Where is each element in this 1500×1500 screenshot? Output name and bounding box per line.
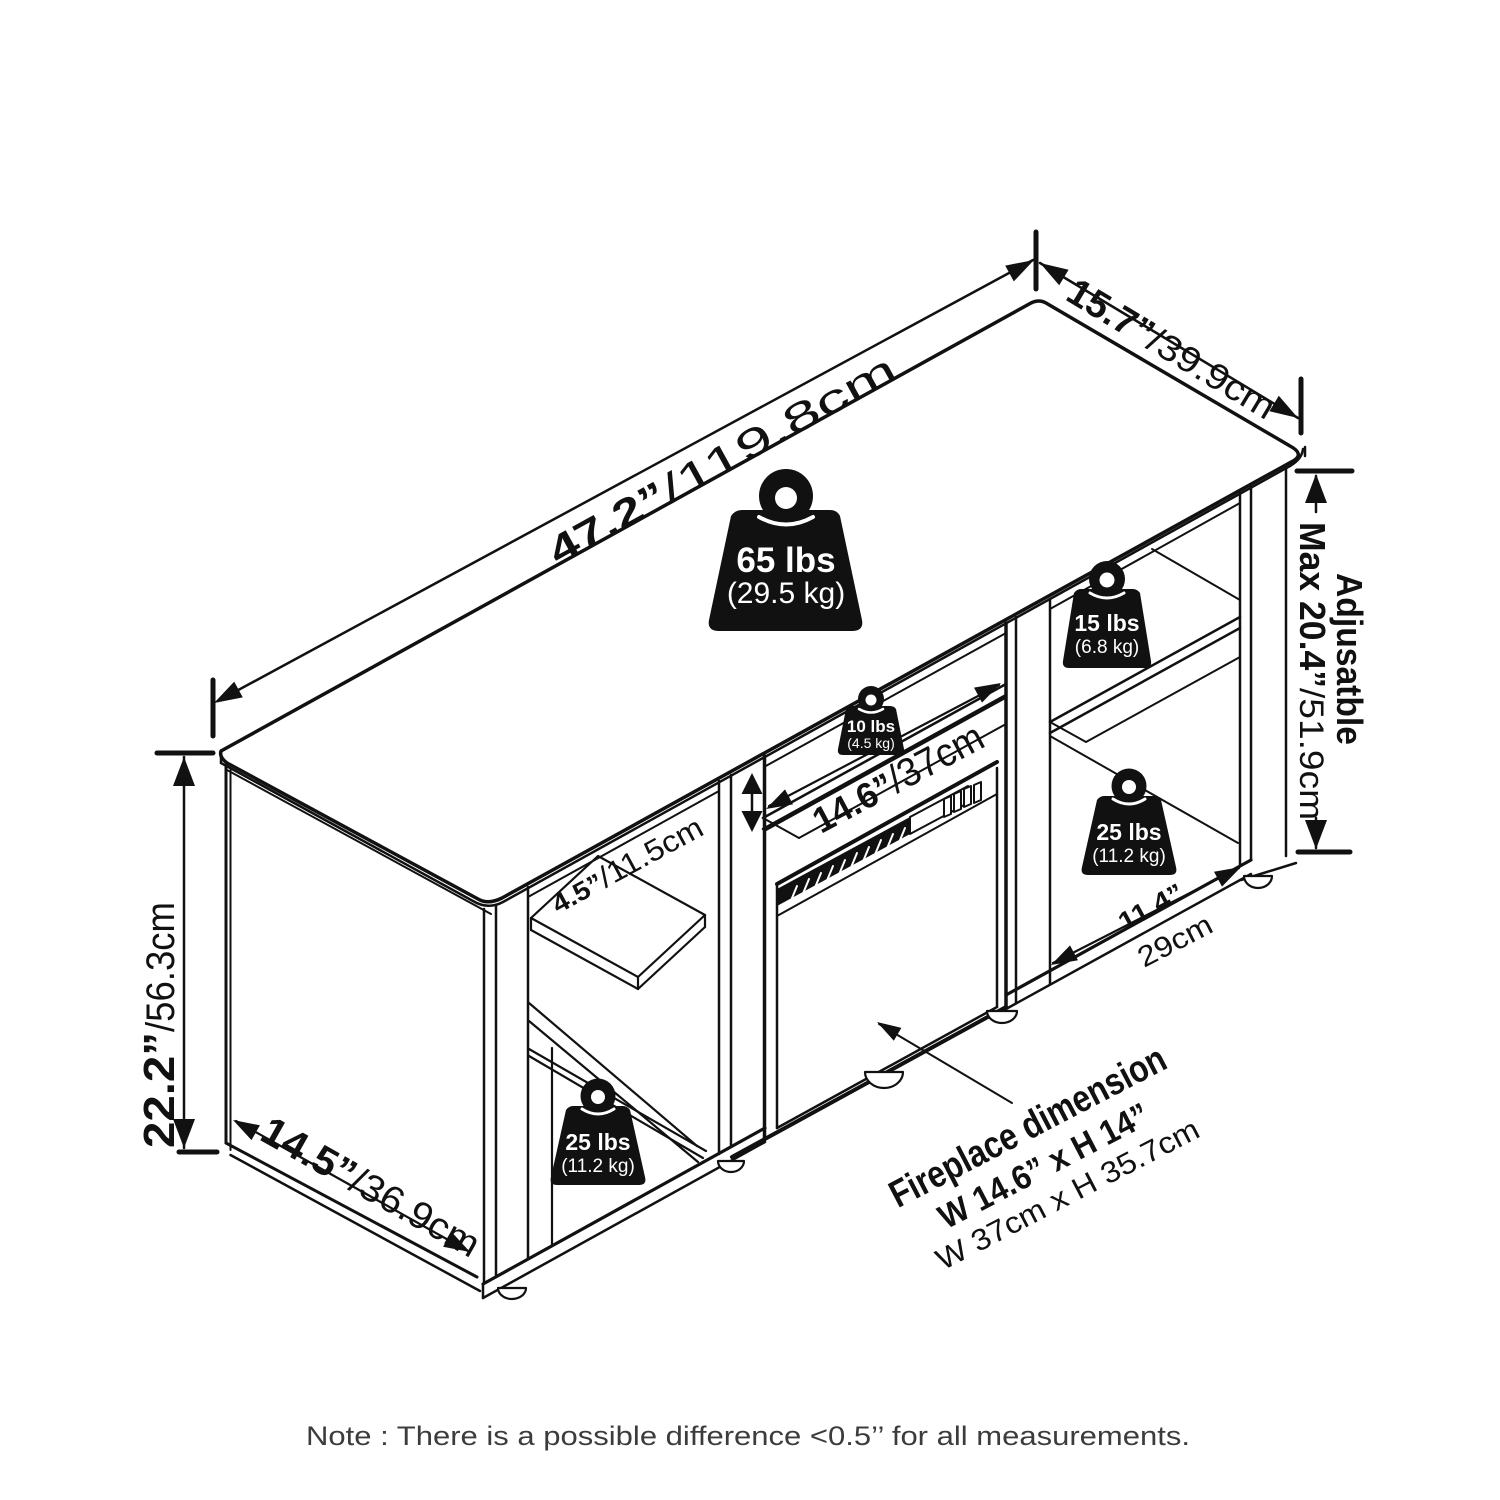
svg-text:Note : There is a possible dif: Note : There is a possible difference <0… [306, 1421, 1190, 1451]
svg-text:Max 20.4”/51.9cm: Max 20.4”/51.9cm [1292, 522, 1333, 820]
svg-text:(11.2 kg): (11.2 kg) [561, 1156, 635, 1177]
svg-text:65 lbs: 65 lbs [736, 541, 835, 580]
svg-text:10 lbs: 10 lbs [847, 717, 895, 736]
svg-text:25 lbs: 25 lbs [565, 1129, 630, 1155]
svg-text:25 lbs: 25 lbs [1096, 819, 1161, 845]
svg-text:22.2”/56.3cm: 22.2”/56.3cm [135, 902, 184, 1148]
svg-text:15 lbs: 15 lbs [1074, 610, 1139, 636]
svg-text:(11.2 kg): (11.2 kg) [1092, 846, 1166, 867]
svg-text:(4.5 kg): (4.5 kg) [847, 735, 894, 751]
svg-text:Adjusatble: Adjusatble [1329, 573, 1370, 745]
svg-text:(6.8 kg): (6.8 kg) [1075, 637, 1139, 658]
svg-text:(29.5 kg): (29.5 kg) [727, 577, 845, 610]
